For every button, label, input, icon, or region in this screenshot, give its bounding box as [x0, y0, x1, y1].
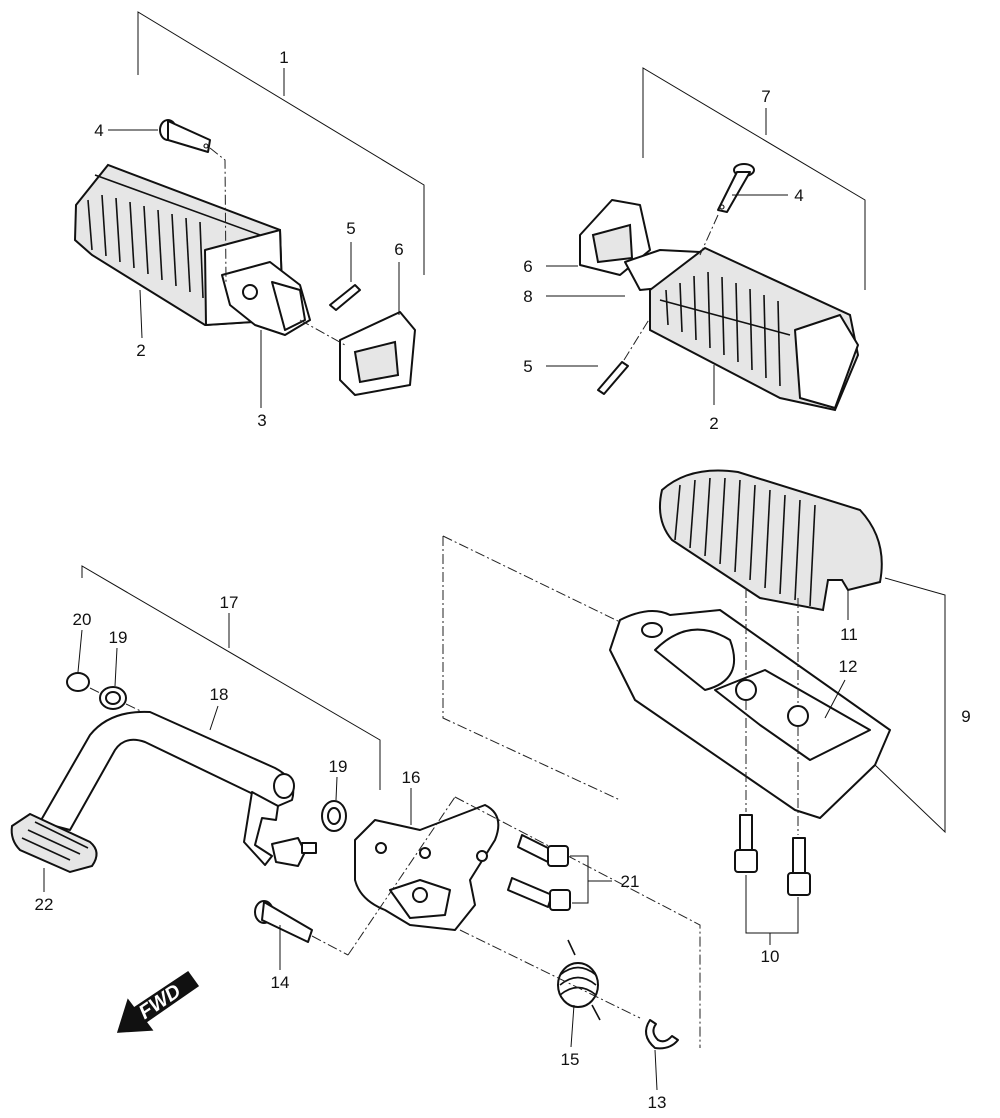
- callout-5-right: 5: [523, 357, 532, 376]
- callout-12: 12: [839, 657, 858, 676]
- callout-4-right: 4: [794, 186, 803, 205]
- bolt-21-upper: [517, 834, 569, 867]
- cover-plate-6-right: [579, 199, 651, 276]
- washer-19-right: [321, 800, 347, 832]
- footpeg-assembly-left: 1 4 2 3 5 6: [73, 11, 425, 430]
- bracket-line-7: [642, 67, 866, 290]
- washer-19-left: [99, 686, 127, 710]
- pillion-peg-assembly: 9 10 11 12: [442, 469, 971, 966]
- callout-6-left: 6: [394, 240, 403, 259]
- callout-21: 21: [621, 872, 640, 891]
- callout-5-left: 5: [346, 219, 355, 238]
- bolt-10-right: [787, 837, 811, 896]
- callout-4-left: 4: [94, 121, 103, 140]
- callout-14: 14: [271, 973, 290, 992]
- callout-10: 10: [761, 947, 780, 966]
- bolt-10-left: [734, 814, 758, 873]
- clevis-pin-4-right: [717, 163, 755, 213]
- pedal-bracket-16: [354, 804, 500, 931]
- clevis-pin-14: [254, 900, 313, 943]
- footpeg-assembly-right: 7 4 6 8 5 2: [523, 67, 866, 433]
- callout-17: 17: [220, 593, 239, 612]
- callout-18: 18: [210, 685, 229, 704]
- bracket-line-9: [874, 577, 946, 834]
- callout-2-left: 2: [136, 341, 145, 360]
- fwd-arrow-icon: FWD: [116, 970, 200, 1033]
- bracket-line-1: [137, 11, 425, 275]
- pillion-bracket-12: [609, 609, 891, 819]
- pillion-rubber-11: [659, 469, 883, 612]
- callout-3: 3: [257, 411, 266, 430]
- bracket-line-17: [81, 565, 381, 790]
- pedal-pad-22: [10, 812, 98, 874]
- callout-13: 13: [648, 1093, 667, 1112]
- brake-pedal-assembly: 17 20 19 18 19 16 21 22 14 15 13: [10, 565, 701, 1112]
- callout-7: 7: [761, 87, 770, 106]
- circlip-20: [66, 672, 90, 692]
- callout-19-left: 19: [109, 628, 128, 647]
- callout-19-right: 19: [329, 757, 348, 776]
- bolt-21-lower: [507, 877, 571, 911]
- callout-8: 8: [523, 287, 532, 306]
- cotter-pin-5-right: [597, 361, 629, 395]
- brake-pedal-arm-18: [39, 710, 317, 867]
- callout-22: 22: [35, 895, 54, 914]
- callout-6-right: 6: [523, 257, 532, 276]
- callout-16: 16: [402, 768, 421, 787]
- return-spring-15: [557, 939, 601, 1021]
- cotter-pin-5-left: [329, 284, 361, 311]
- clevis-pin-4-left: [159, 119, 211, 153]
- cover-plate-6-left: [339, 311, 416, 396]
- callout-20: 20: [73, 610, 92, 629]
- callout-11: 11: [840, 625, 858, 644]
- callout-15: 15: [561, 1050, 580, 1069]
- callout-9: 9: [961, 707, 970, 726]
- callout-2-right: 2: [709, 414, 718, 433]
- callout-1: 1: [279, 48, 288, 67]
- circlip-13: [645, 1019, 679, 1050]
